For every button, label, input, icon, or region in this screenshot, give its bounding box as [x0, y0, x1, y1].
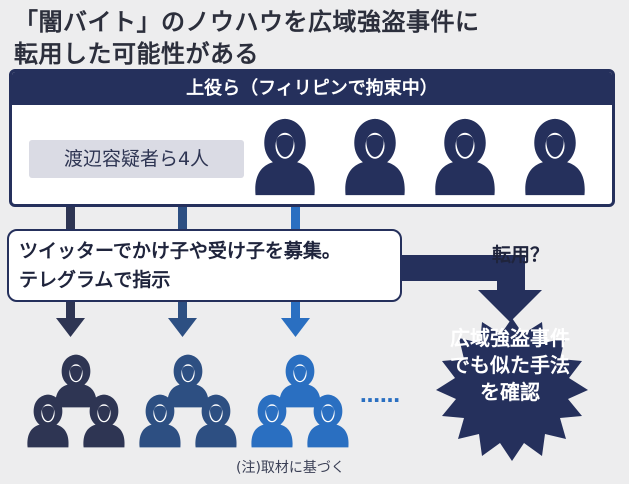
- bubble-line-2: テレグラムで指示: [19, 269, 171, 291]
- reuse-question-label: 転用？: [492, 244, 550, 266]
- group-1-figures: [27, 354, 125, 448]
- group-3-figure-top: [279, 354, 321, 408]
- starburst-line-1: 広域強盗事件: [450, 326, 570, 350]
- group-2-figure-top: [167, 354, 209, 408]
- leader-figure-2: [345, 118, 405, 196]
- ellipsis-text: ……: [360, 383, 400, 407]
- starburst-line-3: を確認: [480, 380, 540, 404]
- leaders-header: 上役ら（フィリピンで拘束中）: [12, 72, 612, 105]
- group-2-figures: [139, 354, 237, 448]
- reuse-arrow: [400, 255, 542, 322]
- group-1-figure-top: [55, 354, 97, 408]
- leader-figure-3: [435, 118, 495, 196]
- leader-figures: [255, 118, 585, 196]
- starburst-shape: [436, 318, 588, 461]
- leader-figure-1: [255, 118, 315, 196]
- starburst-label: 広域強盗事件 でも似た手法 を確認: [410, 325, 610, 406]
- bubble-line-1: ツイッターでかけ子や受け子を募集。: [19, 240, 341, 262]
- source-note: (注)取材に基づく: [236, 460, 345, 476]
- starburst-line-2: でも似た手法: [450, 353, 570, 377]
- title-line-1: 「闇バイト」のノウハウを広域強盗事件に: [14, 8, 480, 36]
- recruitment-bubble: ツイッターでかけ子や受け子を募集。 テレグラムで指示: [7, 229, 402, 302]
- leader-figure-4: [525, 118, 585, 196]
- group-3-figures: [251, 354, 349, 448]
- leaders-label: 渡辺容疑者ら4人: [29, 140, 244, 178]
- diagram-title: 「闇バイト」のノウハウを広域強盗事件に 転用した可能性がある: [14, 6, 614, 70]
- title-line-2: 転用した可能性がある: [14, 40, 259, 68]
- leaders-panel: 上役ら（フィリピンで拘束中） 渡辺容疑者ら4人: [9, 69, 615, 207]
